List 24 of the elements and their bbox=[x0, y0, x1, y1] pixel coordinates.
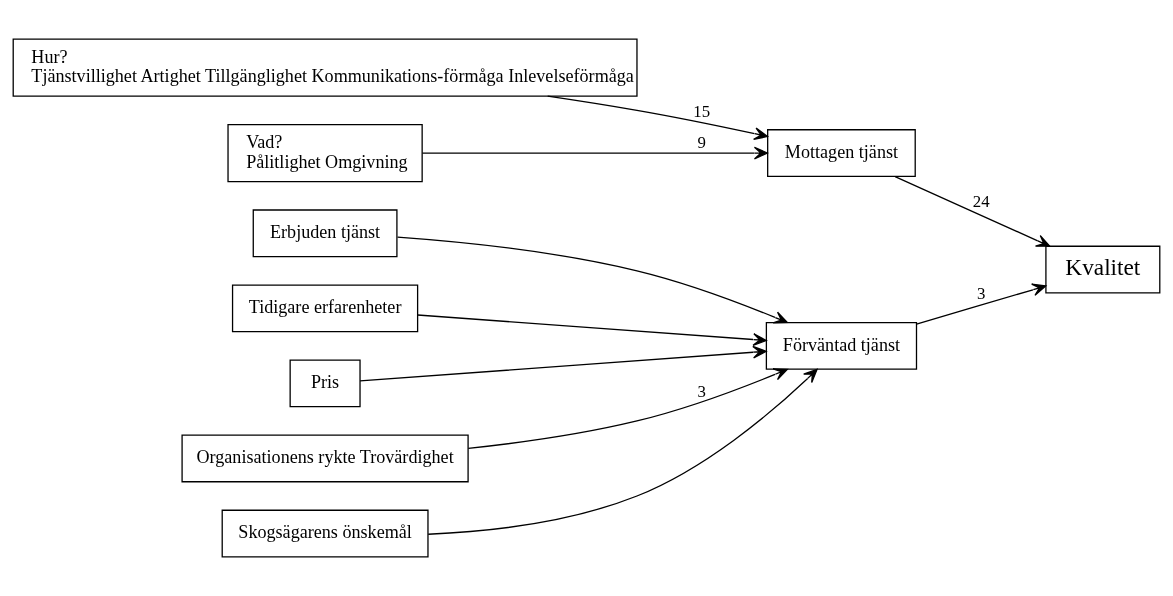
edge-label: 9 bbox=[697, 133, 706, 153]
arrow bbox=[915, 283, 1047, 325]
arrow bbox=[417, 314, 767, 346]
arrow bbox=[396, 236, 788, 324]
node-box: Tidigare erfarenheter bbox=[231, 284, 419, 333]
arrow bbox=[467, 368, 788, 449]
edge-label: 3 bbox=[697, 381, 706, 401]
node-box: Kvalitet bbox=[1045, 245, 1161, 294]
arrow bbox=[427, 368, 818, 535]
node-box: Organisationens rykte Trovärdighet bbox=[181, 434, 469, 483]
node-box: Vad? Pålitlighet Omgivning bbox=[227, 123, 423, 183]
node-box: Mottagen tjänst bbox=[767, 129, 916, 177]
arrow bbox=[547, 95, 769, 141]
edge-label: 15 bbox=[693, 102, 711, 122]
node-box: Pris bbox=[289, 359, 361, 408]
node-box: Hur? Tjänstvillighet Artighet Tillgänglighet Kommunikations-förmåga Inlevelseförmåga bbox=[12, 38, 638, 97]
arrow bbox=[421, 146, 769, 160]
arrow bbox=[894, 175, 1051, 247]
edge-label: 3 bbox=[977, 283, 986, 303]
arrow bbox=[359, 345, 767, 382]
node-box: Skogsägarens önskemål bbox=[221, 509, 429, 558]
node-box: Förväntad tjänst bbox=[765, 321, 918, 370]
edge-label: 24 bbox=[972, 191, 990, 211]
node-box: Erbjuden tjänst bbox=[252, 209, 398, 258]
